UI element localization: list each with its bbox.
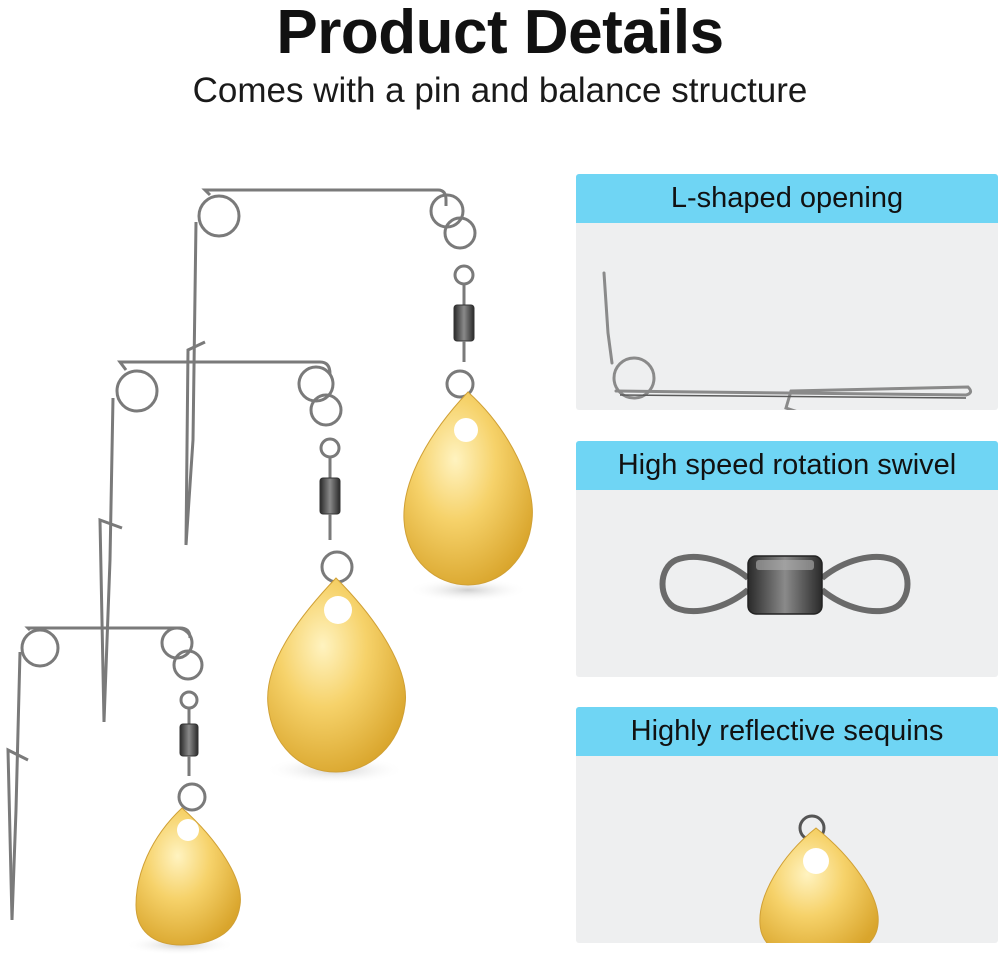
- spinner-rigs-illustration: [6, 188, 533, 955]
- feature-panel-swivel: High speed rotation swivel: [576, 441, 998, 677]
- l-shaped-pin-icon: [602, 271, 973, 410]
- feature-label: Highly reflective sequins: [576, 707, 998, 756]
- swivel-icon: [659, 553, 911, 615]
- sequin-blade-icon: [759, 814, 879, 943]
- spinner-rig-medium: [98, 360, 354, 723]
- page-subtitle: Comes with a pin and balance structure: [192, 71, 808, 110]
- feature-label: L-shaped opening: [576, 174, 998, 223]
- feature-panel-sequins: Highly reflective sequins: [576, 707, 998, 943]
- sequin-blade: [267, 577, 407, 773]
- sequin-blade: [135, 807, 241, 946]
- sequin-blade: [403, 391, 533, 586]
- spinner-rig-large: [184, 188, 477, 546]
- feature-panel-l-shaped-opening: L-shaped opening: [576, 174, 998, 410]
- page-title: Product Details: [276, 0, 724, 67]
- spinner-rig-small: [6, 626, 207, 921]
- feature-label: High speed rotation swivel: [576, 441, 998, 490]
